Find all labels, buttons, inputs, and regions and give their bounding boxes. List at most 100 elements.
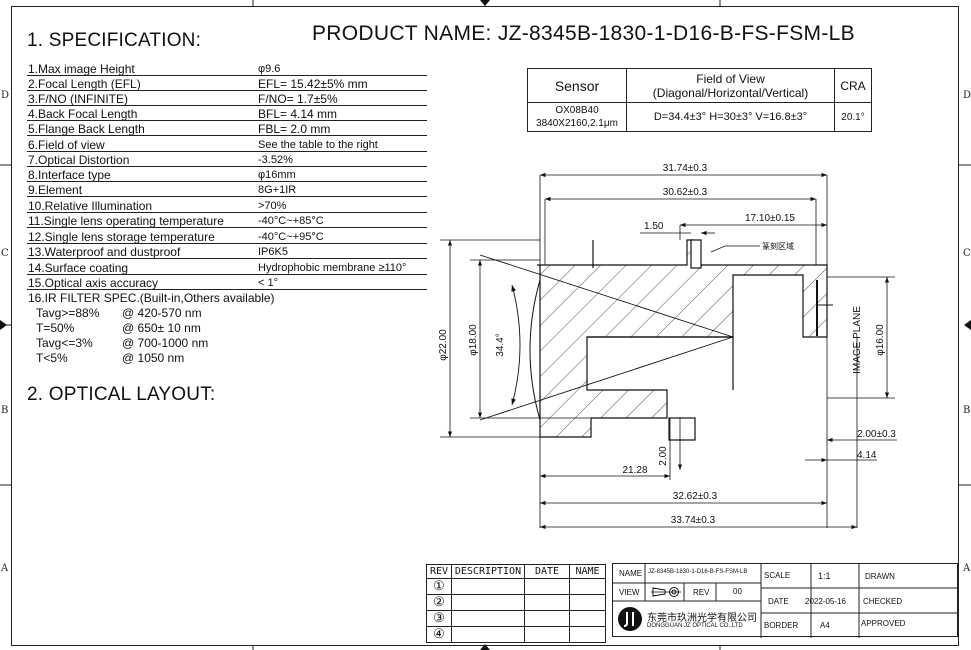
rev-header: NAME [569, 564, 606, 579]
dim-label: 2.00±0.3 [857, 429, 896, 440]
spec-label: 7.Optical Distortion [28, 153, 130, 167]
projection-symbol-icon [651, 587, 681, 597]
dim-label: 30.62±0.3 [663, 187, 708, 198]
tb-border-value: A4 [820, 621, 830, 630]
rev-header: REV [426, 564, 452, 579]
ir-row-label: Tavg>=88% [36, 306, 100, 320]
fov-cra-cell: 20.1° [834, 102, 872, 132]
spec-value: -40°C~+85°C [258, 215, 324, 227]
spec-value: φ16mm [258, 169, 296, 181]
tb-rev-label: REV [693, 588, 710, 597]
zone-a-left: A [1, 563, 9, 574]
center-mark-right [964, 320, 971, 330]
ir-row-label: T=50% [36, 321, 75, 335]
spec-value: Hydrophobic membrane ≥110° [258, 262, 407, 274]
tb-view-label: VIEW [619, 588, 640, 597]
spec-label: 5.Flange Back Length [28, 122, 145, 136]
dim-label: φ18.00 [468, 324, 479, 356]
rev-header: DATE [524, 564, 570, 579]
fov-header-cra: CRA [834, 68, 872, 103]
tb-border-label: BORDER [764, 621, 799, 630]
spec-value: EFL= 15.42±5% mm [258, 77, 368, 91]
spec-value: -3.52% [258, 154, 293, 166]
fov-header-field-of-view: Field of View(Diagonal/Horizontal/Vertic… [626, 68, 835, 103]
spec-value: >70% [258, 200, 287, 212]
spec-value: See the table to the right [258, 139, 378, 151]
tb-scale-label: SCALE [764, 571, 791, 580]
spec-value: < 1° [258, 277, 278, 289]
center-mark-bottom [480, 644, 490, 650]
spec-value: -40°C~+95°C [258, 231, 324, 243]
lens-body [537, 239, 828, 441]
dim-label: 33.74±0.3 [671, 515, 716, 526]
dim-label: 17.10±0.15 [745, 213, 795, 224]
dim-label: φ16.00 [875, 324, 886, 356]
spec-value: 8G+1IR [258, 184, 297, 196]
zone-d-right: D [963, 90, 971, 101]
tb-date-value: 2022-05-16 [805, 597, 846, 606]
ir-row-value: @ 1050 nm [122, 351, 185, 365]
rev-row: ③ [426, 610, 452, 627]
tb-rev-value: 00 [733, 587, 742, 596]
spec-label: 8.Interface type [28, 168, 111, 182]
spec-label: 13.Waterproof and dustproof [28, 245, 181, 259]
dim-label: φ22.00 [438, 329, 449, 361]
spec-label: 1.Max image Height [28, 62, 135, 76]
fov-header-sensor: Sensor [527, 68, 627, 103]
company-name-cn: 东莞市玖洲光学有限公司 [647, 613, 757, 624]
ir-row-label: T<5% [36, 351, 68, 365]
dim-label: 32.62±0.3 [673, 491, 718, 502]
spec-value: FBL= 2.0 mm [258, 122, 331, 136]
spec-label: 4.Back Focal Length [28, 107, 138, 121]
center-mark-left [0, 320, 7, 330]
spec-label: 12.Single lens storage temperature [28, 230, 215, 244]
tb-name-value: JZ-8345B-1830-1-D16-B-FS-FSM-LB [648, 569, 748, 575]
spec-value: BFL= 4.14 mm [258, 107, 338, 121]
tb-drawn: DRAWN [865, 572, 895, 581]
zone-b-left: B [1, 405, 9, 416]
spec-label: 10.Relative Illumination [28, 199, 153, 213]
ir-row-label: Tavg<=3% [36, 336, 93, 350]
product-title: PRODUCT NAME: JZ-8345B-1830-1-D16-B-FS-F… [312, 22, 855, 45]
ir-row-value: @ 700-1000 nm [122, 336, 209, 350]
dim-label: 1.50 [644, 221, 664, 232]
ir-row-value: @ 420-570 nm [122, 306, 202, 320]
rev-row: ① [426, 578, 452, 595]
tb-date-label: DATE [768, 597, 789, 606]
section-optical-layout-heading: 2. OPTICAL LAYOUT: [27, 384, 216, 405]
image-plane-label: IMAGE PLANE [852, 306, 863, 374]
spec-label: 15.Optical axis accuracy [28, 276, 159, 290]
revision-table: REV DESCRIPTION DATE NAME ① ② ③ ④ [426, 564, 606, 643]
engraving-note: 篆刻区域 [762, 241, 794, 251]
title-block: NAME JZ-8345B-1830-1-D16-B-FS-FSM-LB VIE… [612, 563, 959, 638]
dim-label: 2.00 [658, 446, 669, 466]
company-logo-icon [618, 607, 642, 631]
rev-row: ④ [426, 626, 452, 643]
spec-value: IP6K5 [258, 246, 288, 258]
spec-label: 9.Element [28, 183, 83, 197]
spec-value: φ9.6 [258, 63, 281, 75]
fov-table: Sensor Field of View(Diagonal/Horizontal… [527, 68, 872, 132]
section-specification-heading: 1. SPECIFICATION: [27, 30, 202, 51]
spec-value: F/NO= 1.7±5% [258, 92, 338, 106]
dim-label: 31.74±0.3 [663, 163, 708, 174]
dim-label: 4.14 [857, 450, 877, 461]
tb-checked: CHECKED [863, 597, 903, 606]
spec-label: 11.Single lens operating temperature [28, 214, 224, 228]
zone-b-right: B [963, 405, 971, 416]
zone-c-left: C [1, 248, 9, 259]
tb-approved: APPROVED [861, 619, 906, 628]
zone-d-left: D [1, 90, 10, 101]
spec-label: 6.Field of view [28, 138, 105, 152]
center-mark-top [480, 0, 490, 6]
spec-label: 14.Surface coating [28, 261, 129, 275]
company-name-en: DONGGUAN JZ OPTICAL CO.,LTD [647, 623, 743, 629]
rev-header: DESCRIPTION [451, 564, 525, 579]
ir-row-value: @ 650± 10 nm [122, 321, 201, 335]
zone-a-right: A [963, 563, 971, 574]
tb-scale-value: 1:1 [818, 571, 831, 581]
tb-name-label: NAME [619, 569, 643, 578]
zone-c-right: C [963, 248, 971, 259]
